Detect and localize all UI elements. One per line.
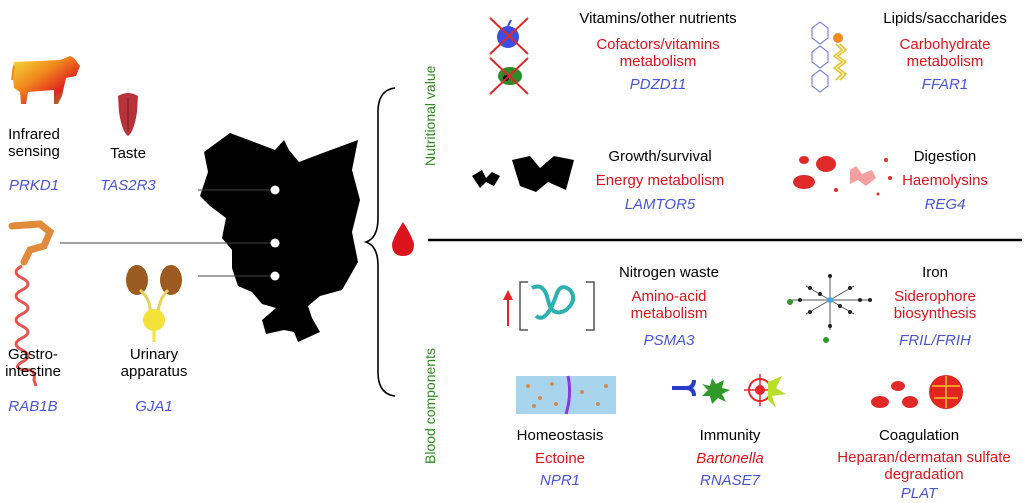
immunity-gene: RNASE7 — [699, 472, 761, 489]
iron-function-text: Siderophore biosynthesis — [893, 288, 977, 323]
urinary-title-text: Urinary apparatus — [120, 346, 188, 381]
connector-lines — [60, 185, 280, 281]
gastro-gene: RAB1B — [8, 398, 58, 415]
iron-title: Iron — [922, 264, 948, 281]
small-bats-icon — [472, 156, 574, 192]
infrared-title-text: Infrared sensing — [8, 126, 60, 161]
immune-response-icon — [672, 374, 786, 408]
intestine-icon — [8, 220, 55, 387]
vitamins-title: Vitamins/other nutrients — [579, 10, 737, 27]
curly-brace — [363, 87, 396, 397]
gastro-title: Gastro- intestine — [0, 346, 66, 381]
urinary-gene: GJA1 — [135, 398, 173, 415]
urinary-icon — [126, 265, 182, 342]
iron-gene: FRIL/FRIH — [899, 332, 971, 349]
nitrogen-title: Nitrogen waste — [618, 264, 720, 281]
cow-thermal-icon — [11, 56, 80, 104]
protein-structure-icon — [503, 281, 595, 331]
growth-gene: LAMTOR5 — [624, 196, 696, 213]
coagulation-function-text: Heparan/dermatan sulfate degradation — [837, 449, 1011, 484]
homeostasis-function: Ectoine — [534, 450, 586, 467]
taste-gene: TAS2R3 — [100, 177, 156, 194]
lipids-function-text: Carbohydrate metabolism — [899, 36, 991, 71]
tongue-icon — [118, 93, 138, 136]
coagulation-function: Heparan/dermatan sulfate degradation — [826, 449, 1022, 484]
blood-clot-icon — [871, 375, 963, 409]
coagulation-title: Coagulation — [878, 427, 960, 444]
membrane-ectoine-icon — [516, 375, 616, 415]
lipid-molecule-icon — [811, 21, 848, 93]
nitrogen-function: Amino-acid metabolism — [606, 288, 732, 323]
blood-drop-icon — [392, 222, 414, 256]
vitamins-function: Cofactors/vitamins metabolism — [560, 36, 756, 71]
digestion-function: Haemolysins — [902, 172, 988, 189]
crossed-apple-icon — [489, 17, 529, 55]
taste-title: Taste — [110, 145, 146, 162]
growth-function: Energy metabolism — [595, 172, 725, 189]
digestion-title: Digestion — [913, 148, 977, 165]
crossed-pear-icon — [489, 57, 529, 95]
infrared-title: Infrared sensing — [2, 126, 66, 161]
digestion-gene: REG4 — [924, 196, 966, 213]
bat-silhouette — [200, 133, 360, 342]
vitamins-function-text: Cofactors/vitamins metabolism — [596, 36, 720, 71]
homeostasis-title: Homeostasis — [516, 427, 604, 444]
lipids-function: Carbohydrate metabolism — [870, 36, 1020, 71]
infrared-gene: PRKD1 — [8, 177, 60, 194]
siderophore-molecule-icon — [787, 274, 872, 343]
immunity-title: Immunity — [699, 427, 761, 444]
nitrogen-function-text: Amino-acid metabolism — [630, 288, 708, 323]
lipids-gene: FFAR1 — [921, 76, 969, 93]
immunity-function: Bartonella — [696, 450, 764, 467]
nutritional-value-label: Nutritional value — [422, 65, 438, 166]
coagulation-gene: PLAT — [900, 485, 938, 502]
lipids-title: Lipids/saccharides — [883, 10, 1007, 27]
red-blood-cells-icon — [793, 156, 892, 196]
nitrogen-gene: PSMA3 — [643, 332, 695, 349]
homeostasis-gene: NPR1 — [539, 472, 580, 489]
gastro-title-text: Gastro- intestine — [5, 346, 61, 381]
iron-function: Siderophore biosynthesis — [872, 288, 998, 323]
urinary-title: Urinary apparatus — [112, 346, 196, 381]
blood-components-label: Blood components — [422, 348, 438, 464]
growth-title: Growth/survival — [608, 148, 712, 165]
vitamins-gene: PDZD11 — [629, 76, 687, 93]
